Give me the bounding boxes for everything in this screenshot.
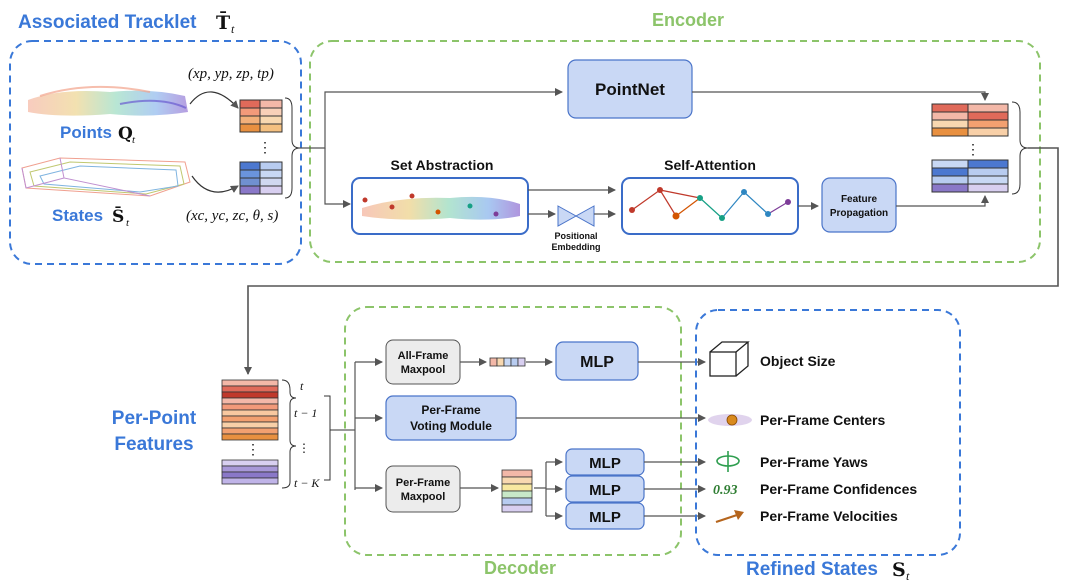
mlp-conf-label: MLP xyxy=(589,482,621,499)
time-t: t xyxy=(300,379,304,393)
points-cloud-image xyxy=(28,85,188,116)
per-point-feature-stack xyxy=(221,379,279,441)
feature-propagation-label-1: Feature xyxy=(841,194,878,205)
states-subscript: t xyxy=(126,217,130,229)
encoder-output-table-top xyxy=(931,103,1009,137)
per-point-title-1: Per-Point xyxy=(112,408,197,429)
points-feature-table xyxy=(239,99,283,133)
tracklet-subscript: t xyxy=(231,22,235,36)
states-to-table-arrow xyxy=(191,175,239,193)
input-bracket xyxy=(284,97,301,199)
allframe-label-2: Maxpool xyxy=(401,364,446,376)
yaws-label: Per-Frame Yaws xyxy=(760,454,868,470)
set-abstraction-pointcloud xyxy=(362,193,520,220)
states-tuple: (xc, yc, zc, θ, s) xyxy=(186,208,278,224)
centers-label: Per-Frame Centers xyxy=(760,412,885,428)
refined-states-subscript: t xyxy=(906,569,910,583)
states-feature-table xyxy=(239,161,283,195)
velocities-label: Per-Frame Velocities xyxy=(760,508,898,524)
allframe-maxpool-box xyxy=(385,339,461,385)
positional-label-1: Positional xyxy=(554,231,597,241)
voting-label-2: Voting Module xyxy=(410,419,492,433)
object-size-label: Object Size xyxy=(760,353,836,369)
time-t-minus-1: t − 1 xyxy=(294,406,317,420)
self-attention-graph xyxy=(629,187,791,221)
self-attention-title: Self-Attention xyxy=(664,157,756,173)
encoder-title: Encoder xyxy=(652,10,724,30)
states-label: States xyxy=(52,206,103,225)
perframe-maxpool-box xyxy=(385,465,461,513)
encoder-output-bracket xyxy=(1011,101,1029,195)
mlp-size-box xyxy=(555,341,639,381)
pointnet-label: PointNet xyxy=(595,80,665,99)
allframe-label-1: All-Frame xyxy=(398,350,449,362)
associated-tracklet-title: Associated Tracklet xyxy=(18,12,197,33)
yaw-rotation-icon xyxy=(716,451,740,472)
points-subscript: t xyxy=(132,134,136,146)
points-tuple: (xp, yp, zp, tp) xyxy=(188,66,274,82)
encoder-table-ellipsis: ⋮ xyxy=(966,142,980,158)
perframe-maxpool-label-2: Maxpool xyxy=(401,491,446,503)
refined-states-dashed-box xyxy=(695,309,961,556)
centers-icon xyxy=(708,414,752,426)
positional-embedding-icon xyxy=(557,205,595,227)
mlp-yaw-label: MLP xyxy=(589,455,621,472)
set-abstraction-title: Set Abstraction xyxy=(391,157,494,173)
cube-icon xyxy=(709,341,750,377)
encoder-to-features-arrow xyxy=(244,147,1059,375)
decoder-dashed-box xyxy=(344,306,682,556)
states-symbol: S̄ xyxy=(112,206,124,227)
refined-states-symbol: S xyxy=(892,559,906,581)
encoder-dashed-box xyxy=(309,40,1041,263)
to-set-abstraction-arrow xyxy=(324,148,351,208)
feature-propagation-label-2: Propagation xyxy=(830,208,888,219)
propagation-output-arrow xyxy=(896,195,989,207)
states-boxes-image xyxy=(21,157,191,197)
confidence-value: 0.93 xyxy=(713,483,738,498)
per-frame-feature-stack xyxy=(501,469,533,513)
refined-states-title: Refined States xyxy=(746,559,878,580)
mlp-size-label: MLP xyxy=(580,354,614,371)
features-ellipsis: ⋮ xyxy=(246,442,260,458)
positional-label-2: Embedding xyxy=(552,242,601,252)
pointnet-box xyxy=(567,59,693,119)
velocity-arrow-icon xyxy=(715,510,744,524)
mlp-vel-label: MLP xyxy=(589,509,621,526)
to-pointnet-arrow xyxy=(300,88,563,149)
points-symbol: Q xyxy=(118,124,133,144)
self-attention-box xyxy=(621,177,799,235)
global-feature-vector xyxy=(489,357,526,367)
points-label: Points xyxy=(60,123,112,142)
encoder-output-table-bottom xyxy=(931,159,1009,193)
pointnet-output-arrow xyxy=(692,91,989,101)
confidences-label: Per-Frame Confidences xyxy=(760,481,917,497)
time-merge-bracket xyxy=(324,395,355,481)
per-point-feature-stack-bottom xyxy=(221,459,279,485)
tracklet-dashed-box xyxy=(9,40,302,265)
stack-split-line xyxy=(534,462,547,516)
per-point-title-2: Features xyxy=(114,434,193,455)
voting-label-1: Per-Frame xyxy=(421,403,481,417)
time-t-minus-k: t − K xyxy=(294,476,320,490)
table-ellipsis: ⋮ xyxy=(258,140,272,156)
points-to-table-arrow xyxy=(189,91,239,109)
tracklet-symbol: T̄ xyxy=(216,12,230,34)
perframe-maxpool-label-1: Per-Frame xyxy=(396,477,450,489)
time-bracket xyxy=(281,379,297,489)
decoder-title: Decoder xyxy=(484,558,556,578)
feature-propagation-box xyxy=(821,177,897,233)
time-ellipsis: ⋮ xyxy=(298,441,310,455)
